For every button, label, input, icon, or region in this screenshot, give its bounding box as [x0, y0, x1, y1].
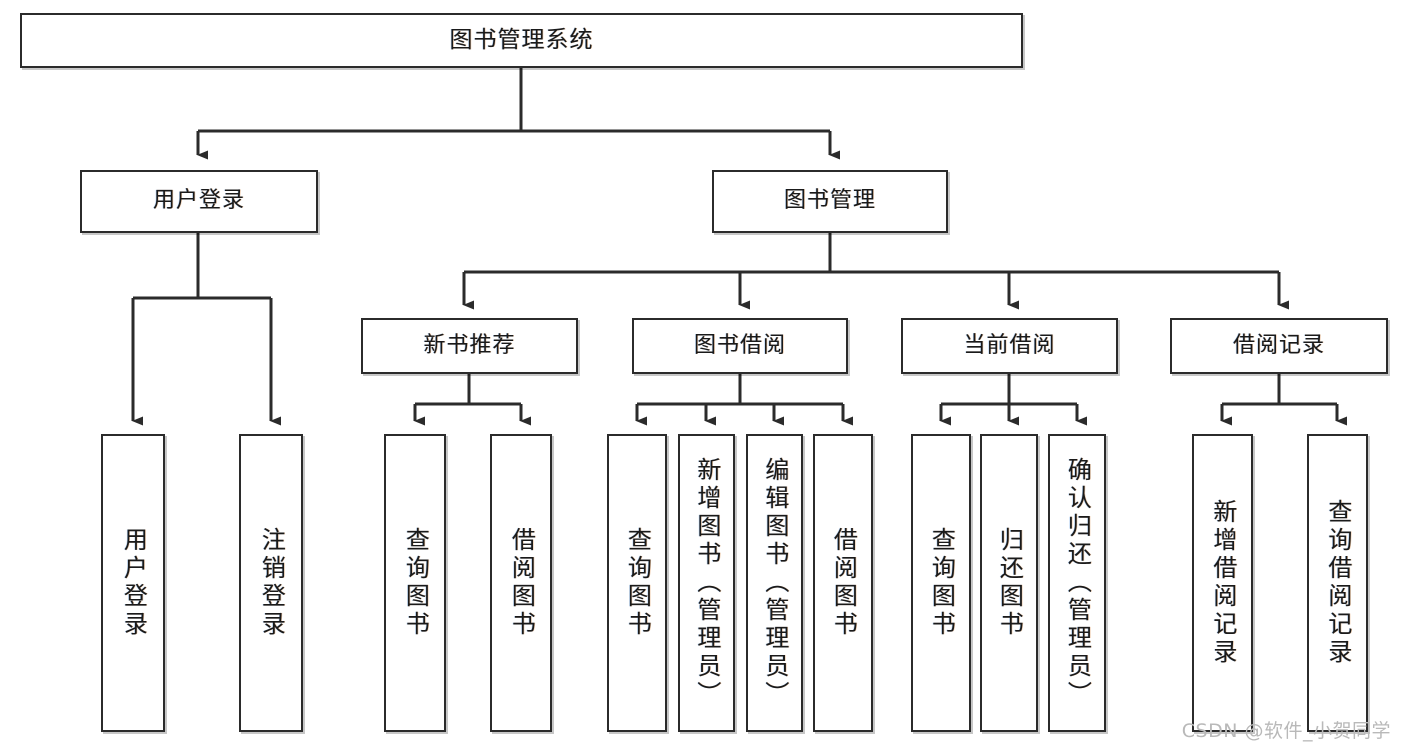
csdn-watermark: CSDN @软件_小贺同学 — [1181, 720, 1391, 742]
leaf-query-book-borrow[interactable]: 查询图书 — [607, 434, 667, 732]
leaf-return-book[interactable]: 归还图书 — [980, 434, 1038, 732]
leaf-query-book-recommend[interactable]: 查询图书 — [384, 434, 446, 732]
node-label: 图书借阅 — [693, 332, 786, 358]
leaf-confirm-return-admin[interactable]: 确认归还（管理员） — [1048, 434, 1106, 732]
node-label: 用户登录 — [119, 527, 148, 639]
node-label: 查询借阅记录 — [1323, 499, 1352, 667]
node-label: 借阅图书 — [507, 527, 536, 639]
node-label: 新增借阅记录 — [1208, 499, 1237, 667]
node-label: 查询图书 — [623, 527, 652, 639]
node-book-borrow[interactable]: 图书借阅 — [632, 318, 848, 374]
node-label: 图书管理系统 — [449, 26, 594, 53]
node-label: 确认归还（管理员） — [1063, 457, 1092, 709]
leaf-user-login[interactable]: 用户登录 — [101, 434, 165, 732]
node-label: 查询图书 — [401, 527, 430, 639]
node-label: 图书管理 — [783, 188, 876, 214]
node-label: 借阅记录 — [1232, 332, 1325, 358]
leaf-query-borrow-record[interactable]: 查询借阅记录 — [1307, 434, 1368, 732]
leaf-edit-book-admin[interactable]: 编辑图书（管理员） — [746, 434, 803, 732]
node-label: 当前借阅 — [963, 332, 1056, 358]
node-label: 借阅图书 — [829, 527, 858, 639]
leaf-borrow-book-recommend[interactable]: 借阅图书 — [490, 434, 552, 732]
leaf-borrow-book-borrow[interactable]: 借阅图书 — [813, 434, 873, 732]
node-label: 查询图书 — [927, 527, 956, 639]
node-borrow-record[interactable]: 借阅记录 — [1170, 318, 1388, 374]
leaf-query-book-current[interactable]: 查询图书 — [911, 434, 971, 732]
node-book-management-system[interactable]: 图书管理系统 — [20, 13, 1023, 68]
node-label: 归还图书 — [995, 527, 1024, 639]
leaf-add-book-admin[interactable]: 新增图书（管理员） — [678, 434, 735, 732]
node-label: 用户登录 — [152, 188, 245, 214]
node-label: 编辑图书（管理员） — [760, 457, 789, 709]
node-label: 新增图书（管理员） — [692, 457, 721, 709]
node-label: 注销登录 — [257, 527, 286, 639]
leaf-add-borrow-record[interactable]: 新增借阅记录 — [1192, 434, 1253, 732]
node-book-management[interactable]: 图书管理 — [712, 170, 948, 233]
node-user-login[interactable]: 用户登录 — [80, 170, 318, 233]
node-label: 新书推荐 — [423, 332, 516, 358]
leaf-logout-login[interactable]: 注销登录 — [239, 434, 303, 732]
node-current-borrow[interactable]: 当前借阅 — [901, 318, 1118, 374]
node-new-book-recommend[interactable]: 新书推荐 — [361, 318, 578, 374]
